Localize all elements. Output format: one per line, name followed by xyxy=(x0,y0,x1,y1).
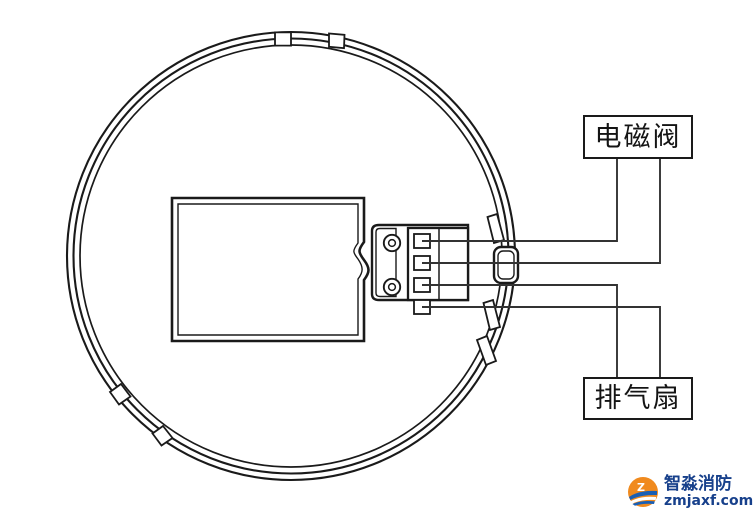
wire-1-to-solenoid-valve xyxy=(422,159,618,242)
watermark-url: zmjaxf.com xyxy=(664,492,753,509)
label-box-exhaust-fan: 排气扇 xyxy=(583,377,693,420)
terminal-block-screw-hole-bottom-inner xyxy=(387,282,397,292)
ring-notch-top-right xyxy=(328,32,346,50)
wire-3-to-exhaust-fan xyxy=(422,284,618,377)
ring-notch-lower-left-lower xyxy=(151,424,174,447)
label-solenoid-valve: 电磁阀 xyxy=(594,121,682,153)
inner-panel-inner-outline xyxy=(177,203,363,336)
ring-notch-lower-left-upper xyxy=(108,382,132,406)
terminal-block-screw-hole-top-inner xyxy=(387,238,397,248)
ring-notch-right-upper xyxy=(486,212,506,245)
terminal-block-flange-edge xyxy=(375,227,397,298)
rectangular-inner-panel xyxy=(170,196,370,343)
watermark-brand-name: 智淼消防 xyxy=(664,473,732,494)
cable-gland-inner xyxy=(497,250,515,280)
ring-notch-right-lower-2 xyxy=(475,334,498,367)
ring-notch-top-left xyxy=(274,31,292,47)
ring-notch-right-lower xyxy=(482,298,502,332)
label-box-solenoid-valve: 电磁阀 xyxy=(583,115,693,159)
terminal-block xyxy=(370,223,470,315)
wire-4-to-exhaust-fan xyxy=(422,306,661,377)
wiring-harness xyxy=(422,159,661,377)
cable-gland xyxy=(492,245,520,285)
brand-logo-icon: Z xyxy=(628,477,658,507)
watermark-text-group: 智淼消防 zmjaxf.com xyxy=(664,473,753,509)
label-exhaust-fan: 排气扇 xyxy=(594,383,682,414)
watermark: Z 智淼消防 zmjaxf.com xyxy=(627,470,753,514)
inner-panel-outer-outline xyxy=(170,196,370,343)
svg-text:Z: Z xyxy=(637,481,645,494)
wire-2-to-solenoid-valve xyxy=(422,159,661,264)
